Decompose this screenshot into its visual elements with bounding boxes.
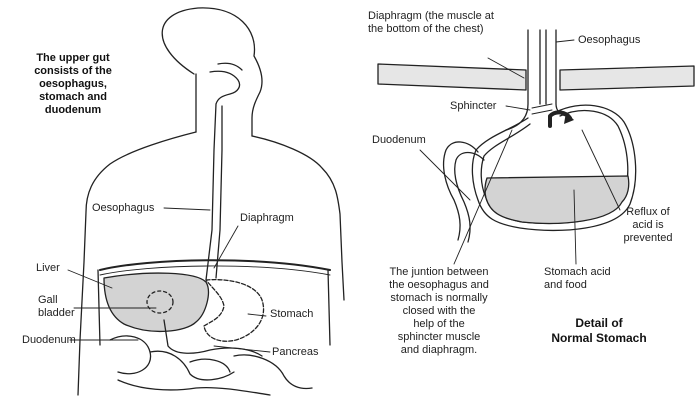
label-sphincter: Sphincter bbox=[450, 100, 496, 113]
label-gall-bladder: Gall bladder bbox=[38, 294, 75, 320]
stomach-shape bbox=[204, 280, 264, 342]
label-reflux: Reflux of acid is prevented bbox=[612, 206, 684, 245]
junction-note: The juntion between the oesophagus and s… bbox=[376, 266, 502, 357]
label-duodenum-right: Duodenum bbox=[372, 134, 426, 147]
liver-shape bbox=[104, 273, 208, 331]
diaphragm-line bbox=[100, 260, 330, 270]
duodenum-detail bbox=[444, 142, 484, 242]
label-pancreas: Pancreas bbox=[272, 346, 318, 359]
label-duodenum-left: Duodenum bbox=[22, 334, 76, 347]
detail-title: Detail of Normal Stomach bbox=[534, 316, 664, 346]
label-liver: Liver bbox=[36, 262, 60, 275]
diaphragm-bands bbox=[378, 64, 694, 90]
label-stomach-left: Stomach bbox=[270, 308, 313, 321]
intro-text: The upper gut consists of the oesophagus… bbox=[24, 52, 122, 117]
label-acid-food: Stomach acid and food bbox=[544, 266, 611, 292]
label-diaphragm-left: Diaphragm bbox=[240, 212, 294, 225]
label-oesophagus-right: Oesophagus bbox=[578, 34, 640, 47]
oesophagus-pipe bbox=[206, 63, 242, 280]
label-diaphragm-right: Diaphragm (the muscle at the bottom of t… bbox=[368, 10, 494, 36]
label-oesophagus-left: Oesophagus bbox=[92, 202, 154, 215]
